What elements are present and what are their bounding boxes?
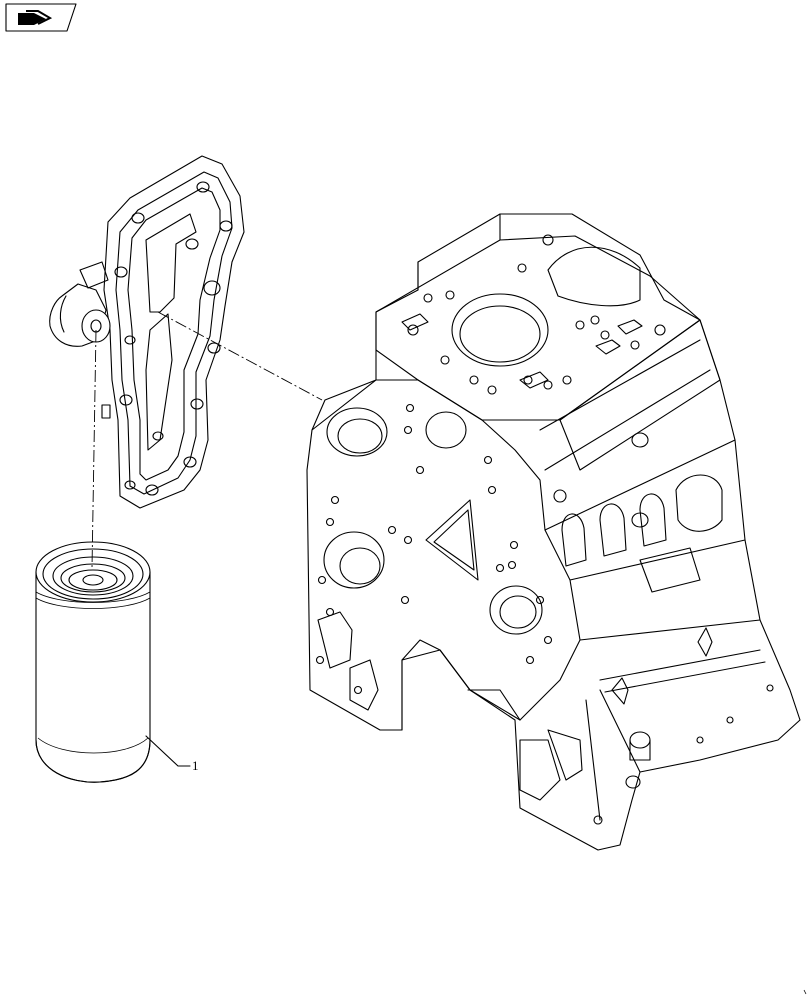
deck-bolt-holes bbox=[401, 234, 666, 395]
oil-filter bbox=[35, 541, 151, 783]
page-arrow-icon bbox=[18, 10, 53, 25]
corner-mark bbox=[803, 989, 807, 995]
page-nav-button[interactable] bbox=[5, 3, 77, 32]
engine-block bbox=[306, 213, 801, 851]
filter-head-plate bbox=[49, 155, 245, 509]
assembly-centerlines bbox=[91, 311, 323, 569]
callout-1: 1 bbox=[145, 735, 199, 773]
front-face-holes bbox=[315, 403, 567, 695]
plate-bolt-holes bbox=[114, 181, 233, 496]
callout-label: 1 bbox=[192, 758, 199, 773]
